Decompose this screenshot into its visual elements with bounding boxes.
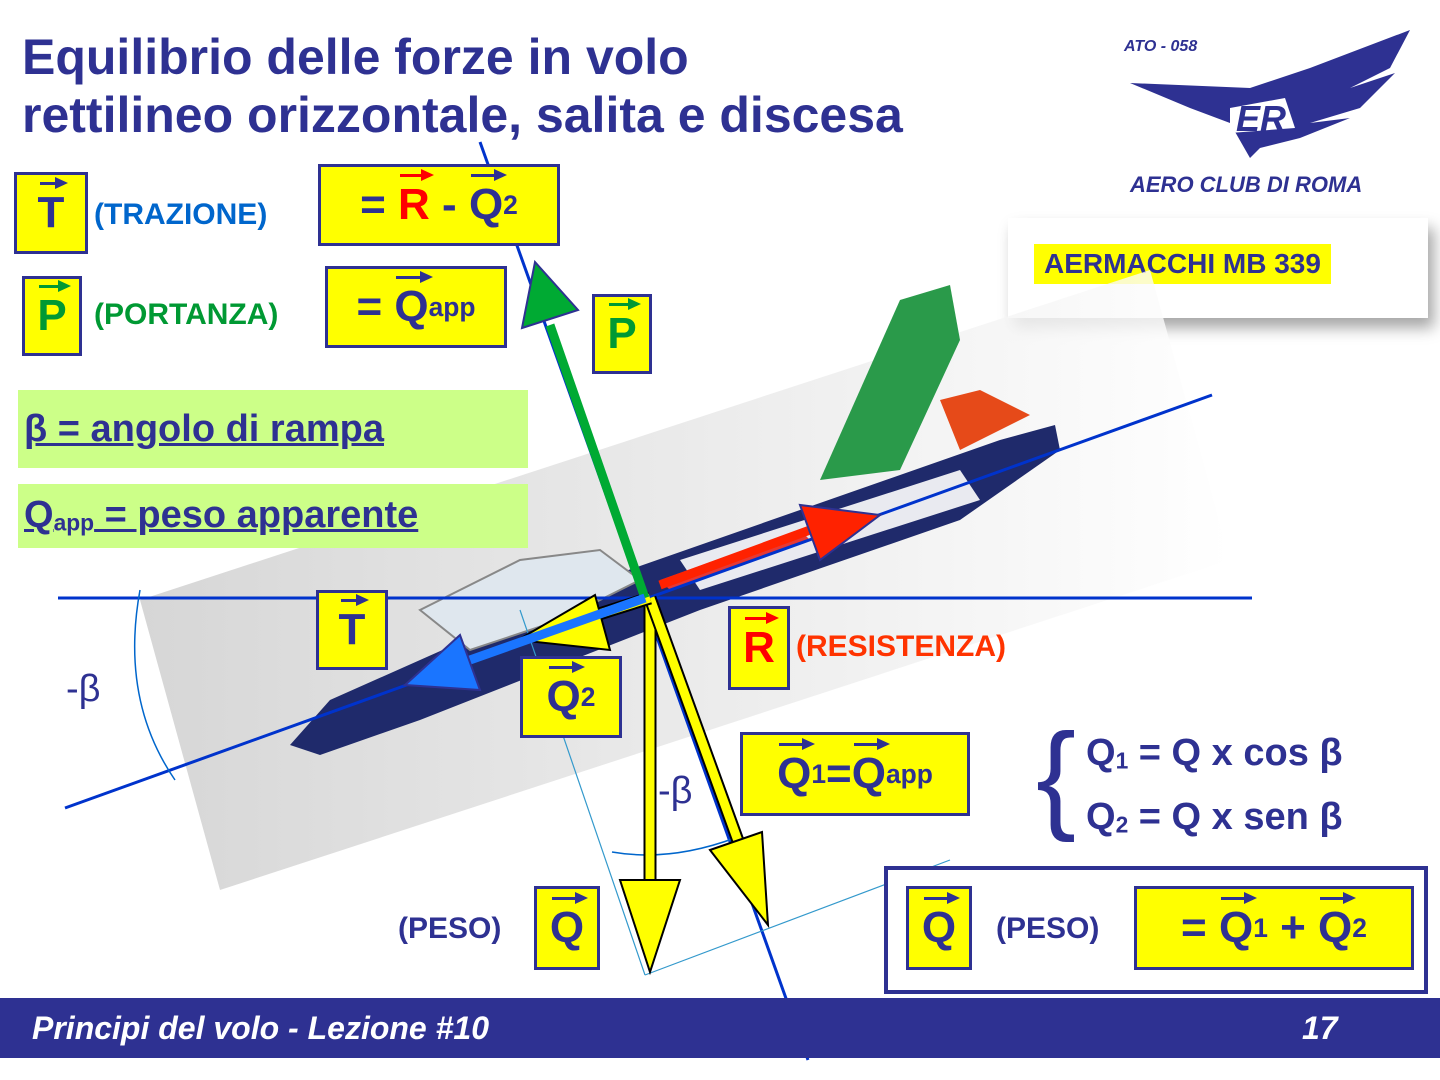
q1-eq: =	[826, 749, 852, 798]
qapp-definition-box: Qapp = peso apparente	[18, 484, 528, 548]
summary-q: Q	[921, 892, 961, 952]
summary-q-label: Q	[906, 886, 972, 970]
eq-q-sub: 2	[503, 189, 518, 220]
qapp-sub: app	[53, 509, 95, 536]
qapp-rest: = peso apparente	[94, 494, 419, 536]
footer-bar: Principi del volo - Lezione #10 17	[0, 998, 1440, 1058]
formula-brace: {	[1036, 709, 1077, 843]
f-q2-sub: 2	[1115, 811, 1129, 838]
p-legend-symbol: P	[22, 276, 82, 356]
q-vector-label: Q	[534, 886, 600, 970]
trazione-label: (TRAZIONE)	[94, 198, 268, 231]
q1-sub: 1	[811, 758, 827, 789]
logo-name: AERO CLUB DI ROMA	[1130, 172, 1363, 197]
beta-definition: β = angolo di rampa	[24, 408, 384, 450]
title-line-2: rettilineo orizzontale, salita e discesa	[22, 87, 903, 143]
t-symbol: T	[37, 177, 69, 237]
angle-arc-center	[611, 837, 736, 856]
portanza-label: (PORTANZA)	[94, 298, 279, 331]
q1-arrow-head	[708, 830, 770, 929]
qapp-sub: app	[885, 758, 933, 789]
q1-q: Q	[777, 738, 816, 798]
f-q1-sub: 1	[1115, 747, 1129, 774]
title-line-1: Equilibrio delle forze in volo	[22, 29, 689, 85]
qapp-q: Q	[24, 494, 54, 536]
p-vector-label: P	[592, 294, 652, 374]
qapp-definition: Qapp = peso apparente	[24, 494, 418, 537]
q-arrow-head	[618, 879, 682, 976]
summary-q1: Q	[1218, 892, 1258, 952]
r-vector-label: R	[728, 606, 790, 690]
t-vector-label: T	[316, 590, 388, 670]
eq-q-sub: app	[428, 291, 476, 322]
eq-prefix: =	[356, 282, 395, 331]
p-symbol: P	[37, 280, 72, 340]
p-arrow-head	[520, 259, 580, 330]
r-label: R	[743, 612, 779, 672]
t-label: T	[338, 594, 370, 654]
p-label: P	[607, 298, 642, 358]
eq-prefix: =	[360, 180, 399, 229]
resistenza-label: (RESISTENZA)	[796, 630, 1006, 663]
formula-q1: Q1 = Q x cos β	[1086, 732, 1343, 775]
aircraft-card: AERMACCHI MB 339	[1008, 218, 1428, 318]
angle-arc-left	[133, 589, 176, 781]
f-q1-rest: = Q x cos β	[1128, 732, 1343, 774]
beta-definition-box: β = angolo di rampa	[18, 390, 528, 468]
logo-code: ATO - 058	[1124, 38, 1198, 55]
summary-q2-sub: 2	[1352, 912, 1367, 943]
q2-label: Q	[546, 661, 586, 721]
q2-sub: 2	[580, 681, 596, 712]
eq-r: R	[398, 169, 434, 229]
summary-q1-sub: 1	[1253, 912, 1268, 943]
t-arrow-head	[402, 633, 482, 692]
eq-minus: -	[429, 180, 469, 229]
summary-eq-prefix: =	[1181, 903, 1219, 952]
logo-monogram: ER	[1236, 98, 1287, 139]
q-label: Q	[549, 892, 589, 952]
footer-title: Principi del volo - Lezione #10	[32, 1010, 489, 1046]
t-legend-symbol: T	[14, 172, 88, 254]
page-number: 17	[1302, 1010, 1338, 1046]
eq-q: Q	[468, 169, 508, 229]
minus-beta-center: -β	[658, 770, 693, 812]
r-arrow-head	[798, 503, 883, 562]
minus-beta-left: -β	[66, 668, 101, 710]
peso-label: (PESO)	[398, 912, 502, 945]
aircraft-label: AERMACCHI MB 339	[1034, 244, 1331, 284]
summary-q2: Q	[1318, 892, 1357, 952]
eq-q: Q	[394, 271, 433, 331]
formula-q2: Q2 = Q x sen β	[1086, 796, 1343, 839]
page-title: Equilibrio delle forze in volo rettiline…	[22, 28, 903, 144]
f-q1-q: Q	[1086, 732, 1116, 774]
summary-plus: +	[1267, 903, 1319, 952]
eagle-logo-icon	[1130, 30, 1410, 158]
f-q2-q: Q	[1086, 796, 1116, 838]
aero-club-logo: ATO - 058 ER AERO CLUB DI ROMA	[1110, 28, 1430, 198]
summary-peso: (PESO)	[996, 912, 1100, 945]
qapp-q: Q	[851, 738, 891, 798]
f-q2-rest: = Q x sen β	[1128, 796, 1343, 838]
